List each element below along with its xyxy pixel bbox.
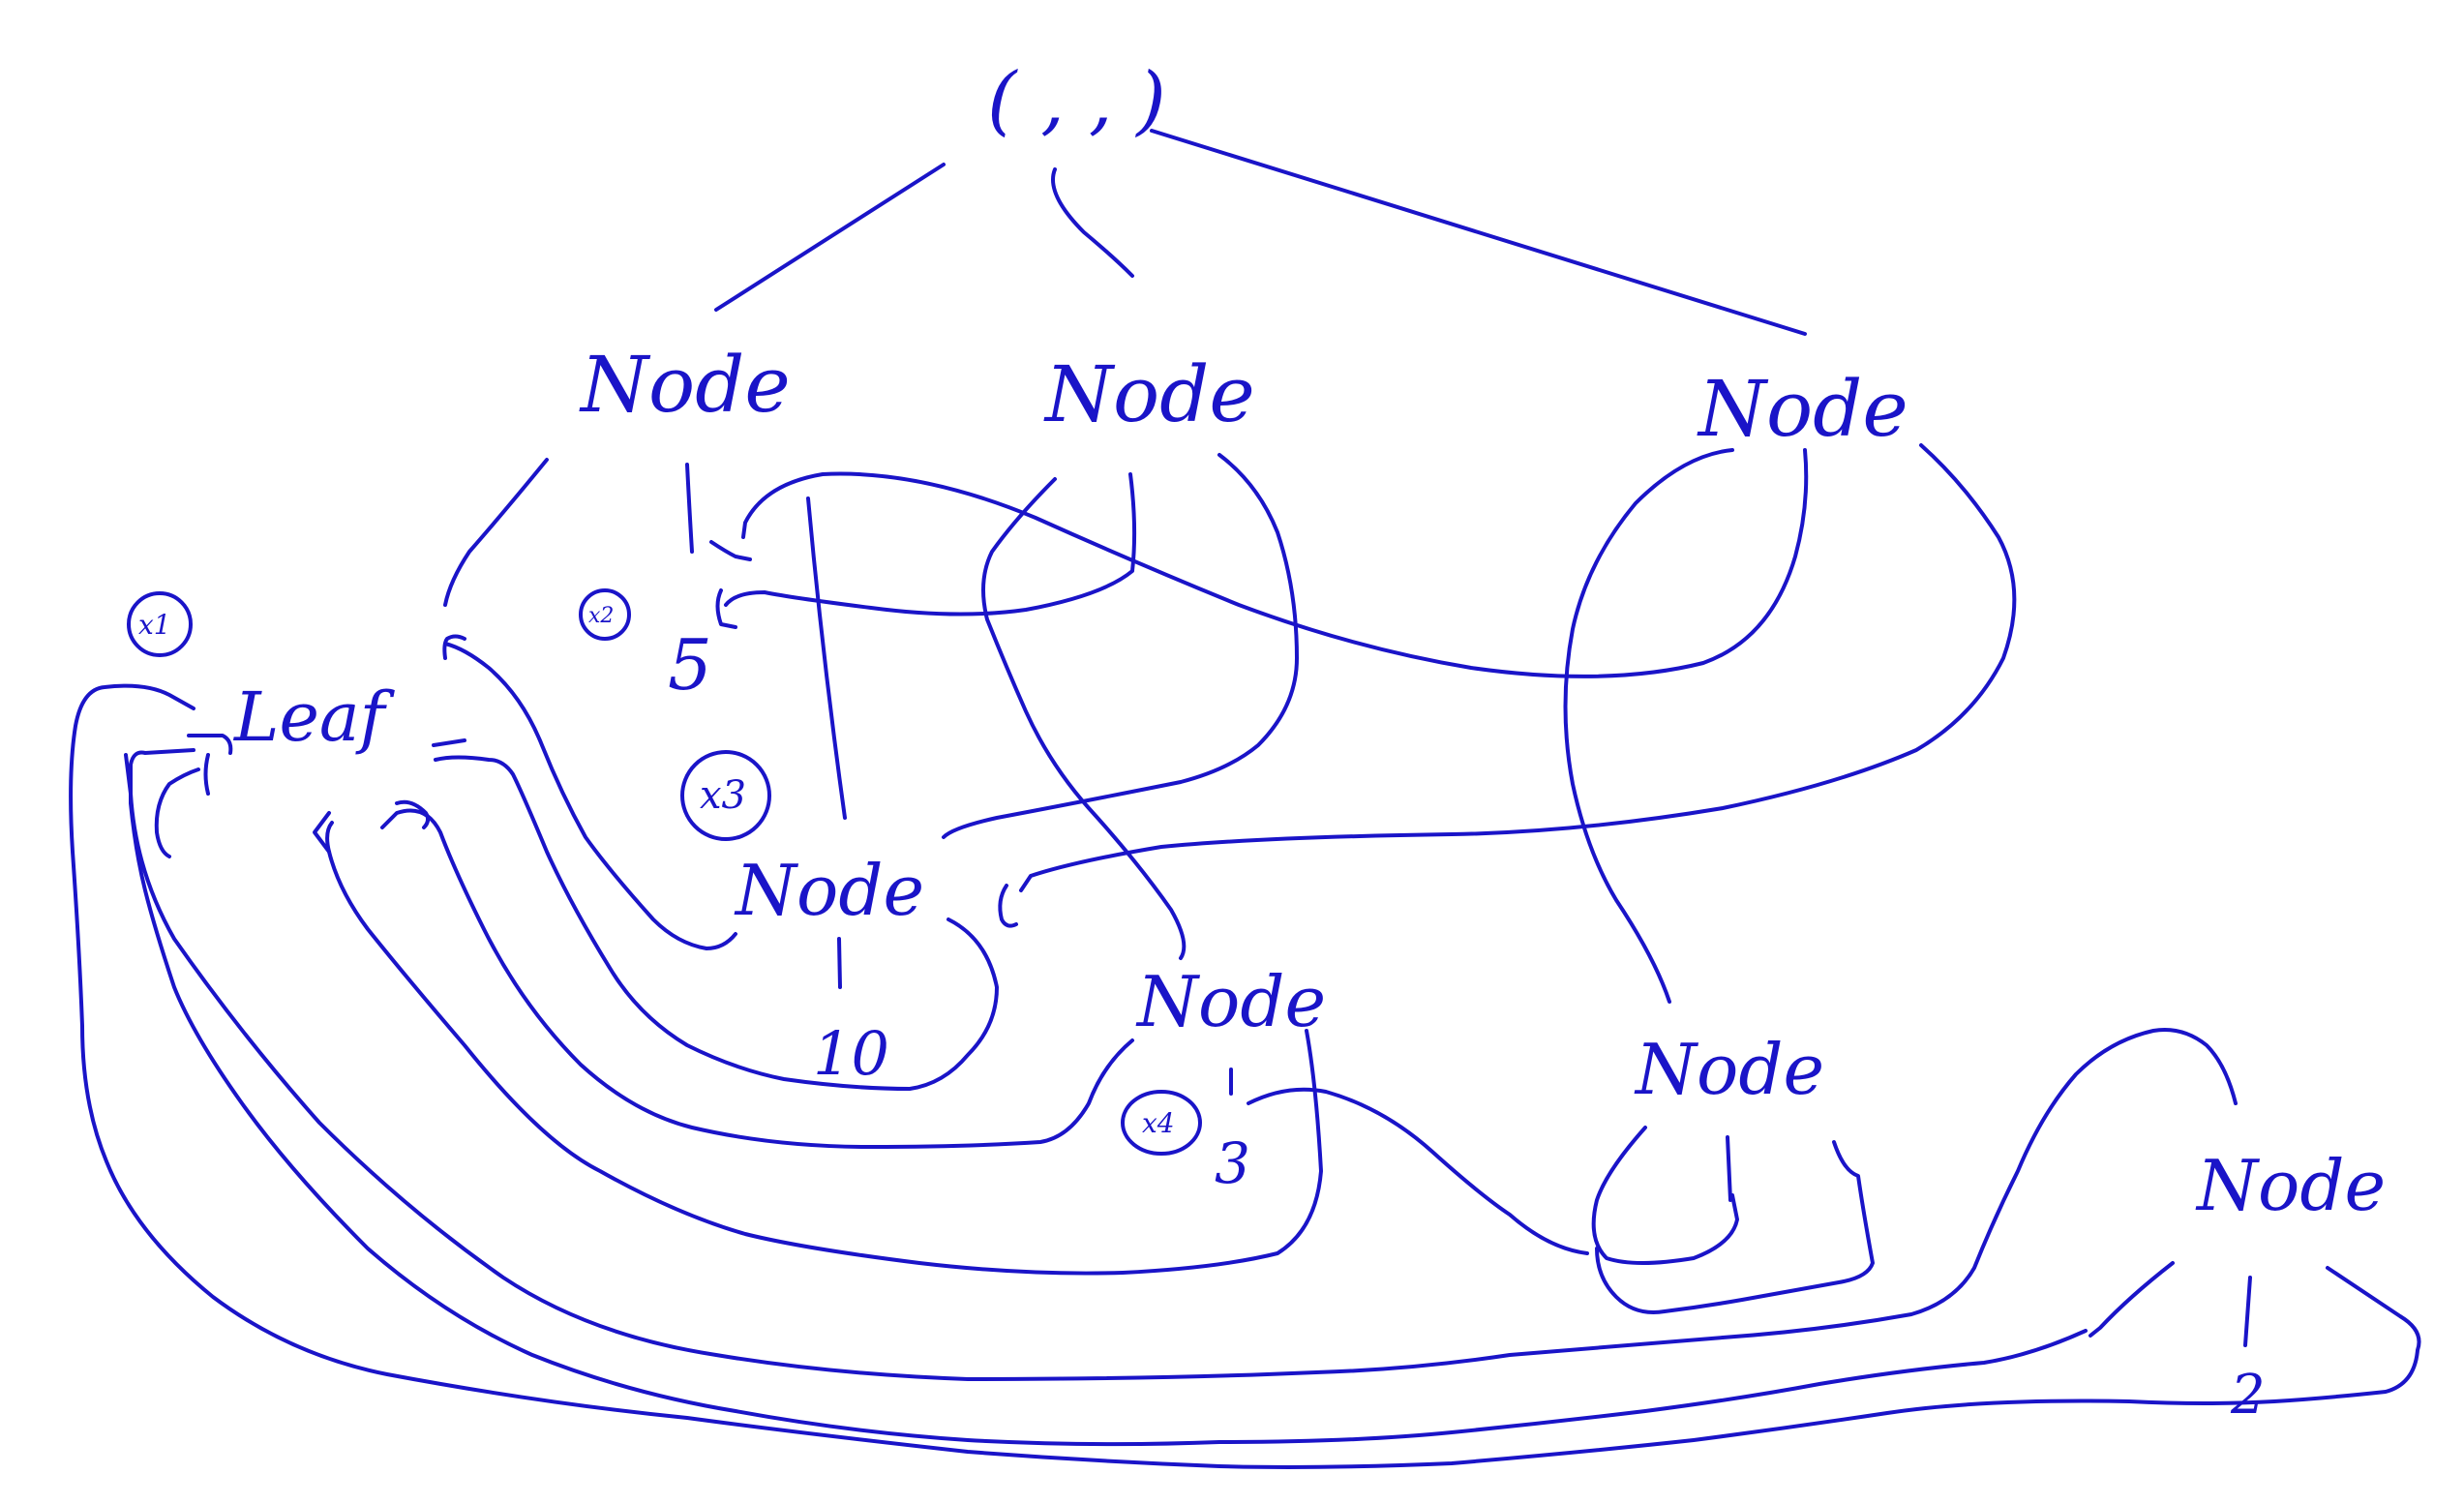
node-e-label: Node — [1634, 1029, 1824, 1110]
edge-node-e-right — [1595, 1140, 1875, 1314]
marker-x1-label: x1 — [138, 609, 171, 641]
edge-node-d-leaf-curve — [380, 808, 1134, 1149]
edge-node-mid-right — [434, 755, 999, 1091]
edge-node-c-5 — [741, 448, 1809, 678]
ptr-5-hook — [715, 588, 737, 629]
leaf-ptr-hook-3 — [154, 767, 200, 858]
edge-node-mid-leaf — [443, 642, 737, 950]
value-10: 10 — [813, 1018, 889, 1089]
edge-node-e-mid — [1726, 1135, 1732, 1202]
edge-node-c-node-mid — [1019, 443, 2017, 892]
marker-x2-label: x2 — [588, 604, 614, 628]
edge-node-f-2 — [2243, 1276, 2252, 1347]
edge-node-b-5 — [724, 472, 1137, 617]
edge-node-f-arc — [124, 753, 2238, 1381]
edge-node-a-node-mid — [806, 496, 847, 820]
value-3: 3 — [1215, 1130, 1250, 1196]
edge-node-a-leaf — [443, 458, 549, 607]
edge-node-b-node-mid — [942, 453, 1299, 839]
edge-node-f-left — [2088, 1261, 2175, 1338]
node-d-label: Node — [1135, 961, 1326, 1042]
marker-x4-circle — [1121, 1090, 1202, 1156]
edge-root-node-b — [1051, 167, 1134, 278]
marker-x3-circle — [680, 750, 771, 841]
leaf-field-mid-hook — [432, 738, 466, 747]
root-tuple: ( , , ) — [987, 57, 1166, 144]
edge-node-mid-10 — [837, 937, 842, 989]
edge-root-node-a — [714, 163, 946, 312]
leaf-ptr-hook-1 — [187, 734, 233, 755]
value-5: 5 — [668, 624, 712, 706]
ptr-3-to-node-e — [1247, 1087, 1589, 1255]
edge-node-a-5 — [685, 463, 694, 554]
marker-x3-label: x3 — [700, 773, 746, 818]
node-mid-right-hook — [998, 884, 1018, 928]
node-f-label: Node — [2195, 1145, 2386, 1226]
leaf-field-right-hook — [395, 799, 431, 829]
node-c-label: Node — [1697, 364, 1908, 454]
edge-node-f-2-long — [129, 748, 2088, 1447]
edge-root-node-c — [1150, 129, 1807, 336]
leaf-field-top-hook — [442, 634, 466, 660]
marker-x4-label: x4 — [1142, 1107, 1175, 1139]
edge-node-d-right — [325, 821, 1323, 1276]
node-a-label: Node — [579, 340, 791, 430]
leaf-label: Leaf — [232, 677, 396, 757]
value-2: 2 — [2230, 1364, 2266, 1427]
marker-x2-circle — [579, 588, 631, 641]
node-mid-label: Node — [734, 850, 924, 931]
edge-node-f-right — [69, 683, 2421, 1469]
ptr-5-from-node-a — [709, 540, 752, 561]
node-b-label: Node — [1043, 349, 1255, 439]
marker-x1-circle — [127, 591, 193, 657]
leaf-field-left-hook — [313, 811, 331, 854]
leaf-ptr-hook-2 — [203, 753, 210, 796]
edge-node-c-node-e — [1563, 448, 1734, 1004]
edge-node-e-left — [1591, 1126, 1739, 1265]
edge-node-b-node-d — [981, 477, 1187, 960]
